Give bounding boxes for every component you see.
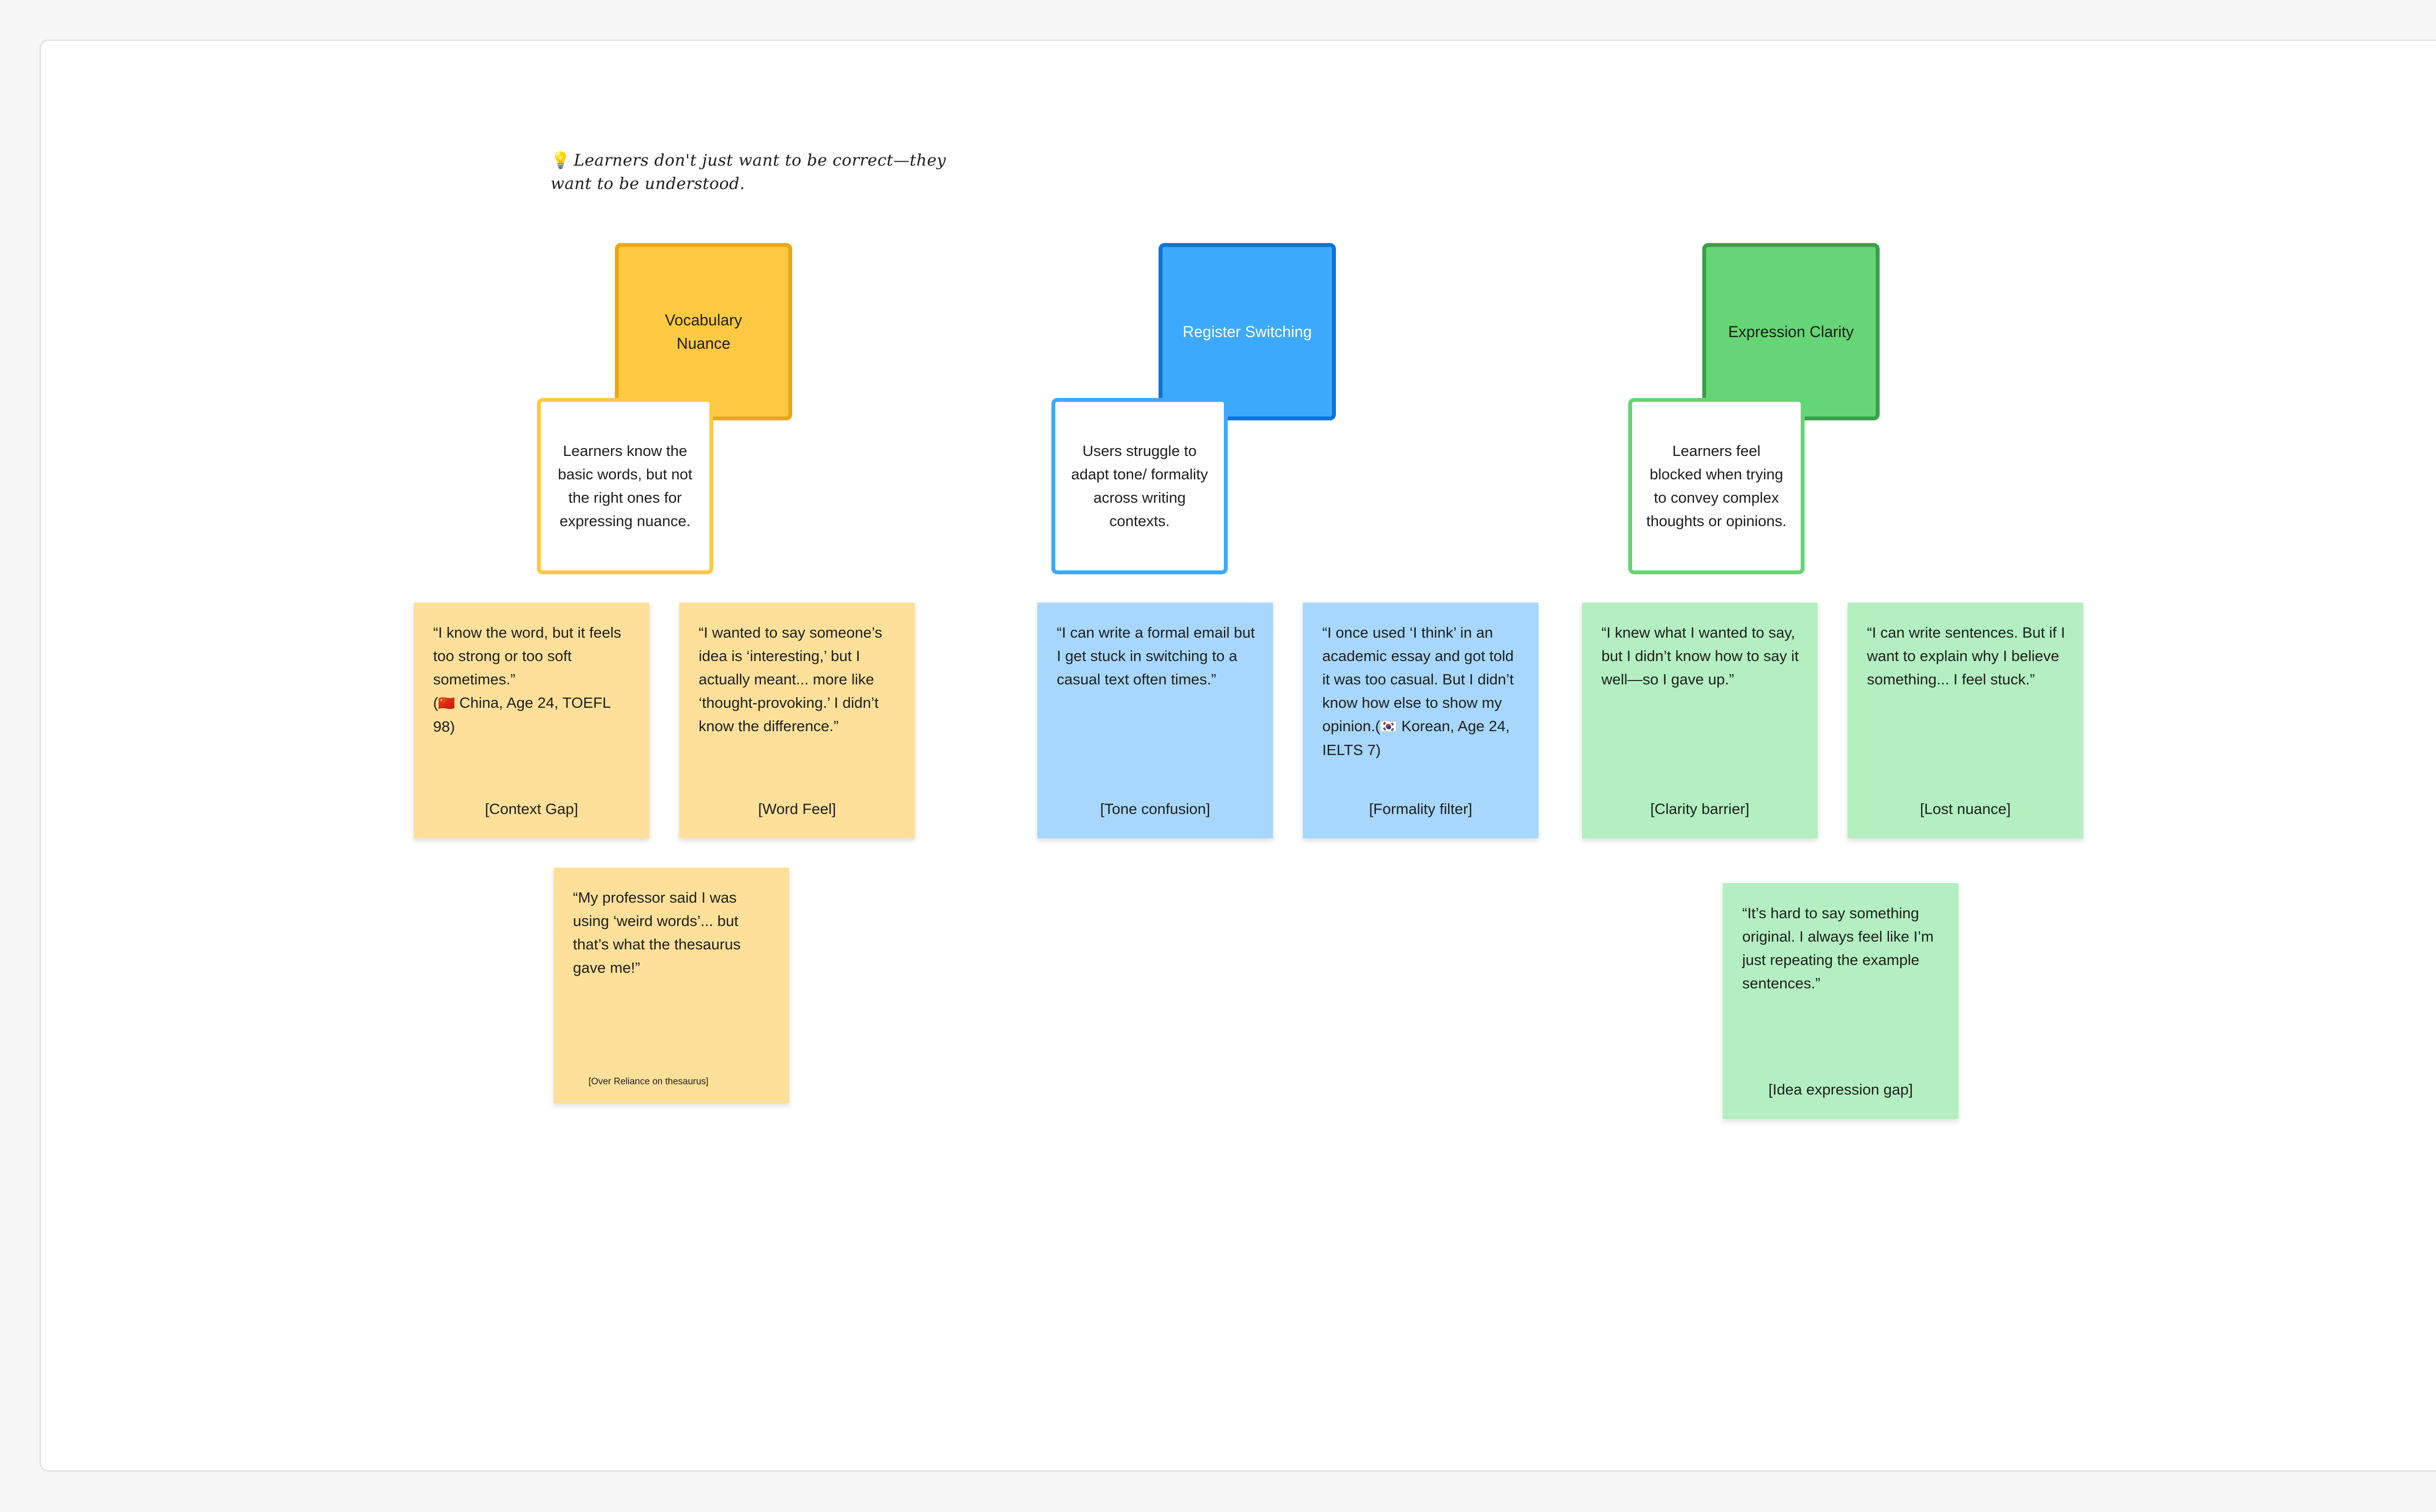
theme-card-register-switching[interactable]: Register Switching — [1159, 243, 1336, 420]
sticky-tag: [Clarity barrier] — [1650, 800, 1750, 817]
sticky-tag: [Context Gap] — [485, 800, 578, 817]
quote-text: “I can write a formal email but I get st… — [1057, 624, 1255, 688]
participant-meta: Korean, Age 24, IELTS 7) — [1322, 718, 1510, 758]
sticky-tag: [Tone confusion] — [1100, 800, 1210, 817]
quote-text: “I wanted to say someone’s idea is ‘inte… — [699, 624, 882, 735]
insight-note[interactable]: 💡Learners don't just want to be correct—… — [551, 149, 989, 195]
sticky-note-word-feel[interactable]: “I wanted to say someone’s idea is ‘inte… — [679, 603, 915, 838]
lightbulb-icon: 💡 — [551, 151, 571, 170]
quote-text: “It’s hard to say something original. I … — [1742, 905, 1934, 992]
sticky-note-context-gap[interactable]: “I know the word, but it feels too stron… — [414, 603, 649, 838]
quote-text: “I know the word, but it feels too stron… — [433, 624, 621, 688]
sticky-note-clarity-barrier[interactable]: “I knew what I wanted to say, but I didn… — [1582, 603, 1818, 838]
sticky-note-over-reliance[interactable]: “My professor said I was using ‘weird wo… — [553, 868, 789, 1103]
description-text: Learners feel blocked when trying to con… — [1646, 442, 1787, 529]
theme-description-vocabulary-nuance[interactable]: Learners know the basic words, but not t… — [537, 398, 713, 574]
sticky-tag: [Formality filter] — [1369, 800, 1472, 817]
korea-flag-icon: 🇰🇷 — [1380, 719, 1397, 734]
sticky-note-formality-filter[interactable]: “I once used ‘I think’ in an academic es… — [1303, 603, 1539, 838]
participant-meta-prefix: ( — [433, 694, 438, 711]
theme-card-vocabulary-nuance[interactable]: Vocabulary Nuance — [615, 243, 792, 420]
theme-title: Register Switching — [1182, 323, 1312, 340]
theme-description-register-switching[interactable]: Users struggle to adapt tone/ formality … — [1051, 398, 1228, 574]
theme-title: Expression Clarity — [1728, 323, 1854, 340]
quote-text: “I knew what I wanted to say, but I didn… — [1601, 624, 1799, 688]
sticky-tag: [Lost nuance] — [1920, 800, 2011, 817]
insight-text: Learners don't just want to be correct—t… — [551, 151, 946, 193]
description-text: Learners know the basic words, but not t… — [558, 442, 692, 529]
quote-text: “I can write sentences. But if I want to… — [1867, 624, 2065, 688]
participant-meta: China, Age 24, TOEFL 98) — [433, 694, 610, 735]
sticky-note-lost-nuance[interactable]: “I can write sentences. But if I want to… — [1847, 603, 2083, 838]
china-flag-icon: 🇨🇳 — [438, 696, 456, 711]
sticky-note-tone-confusion[interactable]: “I can write a formal email but I get st… — [1037, 603, 1273, 838]
quote-text: “My professor said I was using ‘weird wo… — [573, 889, 741, 976]
description-text: Users struggle to adapt tone/ formality … — [1071, 442, 1208, 529]
sticky-note-idea-expression-gap[interactable]: “It’s hard to say something original. I … — [1723, 883, 1959, 1119]
sticky-tag: [Idea expression gap] — [1768, 1081, 1913, 1098]
sticky-tag: [Over Reliance on thesaurus] — [589, 1077, 709, 1087]
sticky-tag: [Word Feel] — [758, 800, 836, 817]
theme-description-expression-clarity[interactable]: Learners feel blocked when trying to con… — [1628, 398, 1805, 574]
quote-text: “I once used ‘I think’ in an academic es… — [1322, 624, 1514, 735]
theme-title: Vocabulary Nuance — [665, 311, 742, 352]
theme-card-expression-clarity[interactable]: Expression Clarity — [1702, 243, 1880, 420]
